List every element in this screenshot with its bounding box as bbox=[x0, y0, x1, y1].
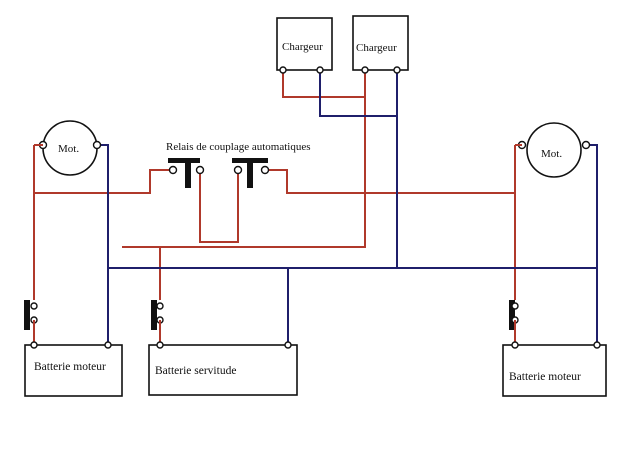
charger-right: Chargeur bbox=[352, 15, 409, 74]
negative-wiring bbox=[97, 70, 598, 345]
battery-engine-left-label: Batterie moteur bbox=[34, 361, 106, 373]
switch-left bbox=[24, 300, 38, 345]
motor-left-label: Mot. bbox=[58, 143, 79, 155]
battery-engine-left: Batterie moteur bbox=[24, 341, 123, 397]
relay-right bbox=[232, 158, 270, 188]
relay-left bbox=[168, 158, 205, 188]
motor-left: Mot. bbox=[38, 120, 102, 176]
switch-right bbox=[509, 300, 519, 345]
battery-service-label: Batterie servitude bbox=[155, 365, 236, 377]
battery-engine-right-label: Batterie moteur bbox=[509, 371, 581, 383]
charger-right-label: Chargeur bbox=[356, 42, 397, 54]
battery-service: Batterie servitude bbox=[148, 341, 298, 396]
motor-right: Mot. bbox=[517, 122, 591, 178]
battery-engine-right: Batterie moteur bbox=[502, 341, 607, 397]
switch-service bbox=[151, 300, 164, 345]
positive-wiring bbox=[33, 70, 516, 300]
motor-right-label: Mot. bbox=[541, 148, 562, 160]
relay-title: Relais de couplage automatiques bbox=[166, 141, 310, 153]
charger-left: Chargeur bbox=[276, 17, 333, 74]
charger-left-label: Chargeur bbox=[282, 41, 323, 53]
